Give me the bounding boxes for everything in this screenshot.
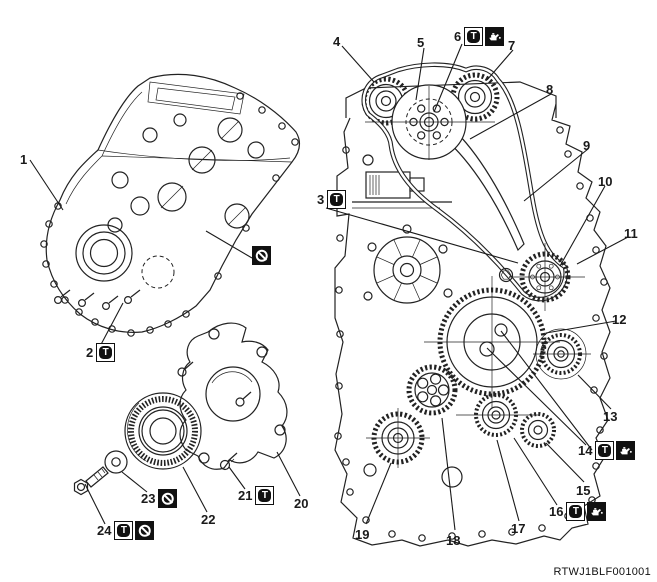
cover-bolts <box>53 289 141 311</box>
callout-7: 7 <box>508 36 516 55</box>
torque-icon: T <box>595 441 615 460</box>
idler-gear-right <box>533 328 591 380</box>
callout-number: 6 <box>454 29 462 44</box>
callout-number: 2 <box>86 345 94 360</box>
crank-sprocket <box>498 243 585 311</box>
callout-13: 13 <box>603 407 618 426</box>
callout-number: 10 <box>598 174 613 189</box>
chain-guide <box>443 127 525 252</box>
callout-number: 20 <box>294 496 309 511</box>
small-gear <box>520 412 556 448</box>
callout-number: 1 <box>20 152 28 167</box>
callout-number: 22 <box>201 512 216 527</box>
callout-number: 11 <box>624 226 638 241</box>
callout-12: 12 <box>612 310 627 329</box>
callout-10: 10 <box>598 172 613 191</box>
callout-number: 9 <box>583 138 591 153</box>
crank-gear <box>424 276 560 408</box>
callout-5: 5 <box>417 33 425 52</box>
callout-number: 17 <box>511 521 526 536</box>
callout-number: 4 <box>333 34 341 49</box>
callout-number: 23 <box>141 491 156 506</box>
lubricate-icon <box>485 27 505 46</box>
callout-number: 24 <box>97 523 112 538</box>
idler-gear-center <box>456 393 540 437</box>
do-not-reuse-icon <box>135 521 155 540</box>
torque-icon: T <box>464 27 484 46</box>
callout-18: 18 <box>446 531 461 550</box>
leader-lines <box>29 43 629 531</box>
callout-9: 9 <box>583 136 591 155</box>
lubricate-icon <box>616 441 636 460</box>
callout-number: 8 <box>546 82 554 97</box>
torque-icon: T <box>327 190 347 209</box>
oil-pump-gear <box>366 408 430 468</box>
torque-icon: T <box>255 486 275 505</box>
callout-number: 15 <box>576 483 591 498</box>
water-pump <box>363 224 453 304</box>
callout-number: 14 <box>578 443 593 458</box>
callout-1: 1 <box>20 150 28 169</box>
callout-number: 18 <box>446 533 461 548</box>
torque-icon: T <box>114 521 134 540</box>
do-not-reuse-icon <box>158 489 178 508</box>
callout-number: 7 <box>508 38 516 53</box>
cam-sprocket-plate <box>365 84 495 160</box>
front-cover-view <box>40 73 301 337</box>
intake-cam-gear <box>450 72 500 122</box>
torque-icon: T <box>566 502 586 521</box>
callout-number: 3 <box>317 192 325 207</box>
callout-20: 20 <box>294 494 309 513</box>
callout-22: 22 <box>201 510 216 529</box>
callout-number: 5 <box>417 35 425 50</box>
lubricate-icon <box>587 502 607 521</box>
callout-number: 19 <box>355 527 370 542</box>
figure-code: RTWJ1BLF001001 <box>553 566 651 578</box>
callout-number: 21 <box>238 488 253 503</box>
balancer-gear <box>406 364 458 416</box>
callout-unnumbered <box>252 246 271 265</box>
do-not-reuse-icon <box>252 246 271 265</box>
callout-15: 15 <box>576 481 591 500</box>
callout-number: 12 <box>612 312 627 327</box>
torque-icon: T <box>96 343 116 362</box>
callout-11: 11 <box>624 224 639 243</box>
callout-17: 17 <box>511 519 526 538</box>
callout-number: 16 <box>549 504 564 519</box>
callout-23: 23 <box>141 489 178 508</box>
callout-4: 4 <box>333 32 341 51</box>
timing-gear-view <box>334 62 611 547</box>
loose-parts <box>73 322 288 496</box>
callout-number: 13 <box>603 409 618 424</box>
timing-chain <box>361 62 568 302</box>
callout-19: 19 <box>355 525 370 544</box>
callout-8: 8 <box>546 80 554 99</box>
